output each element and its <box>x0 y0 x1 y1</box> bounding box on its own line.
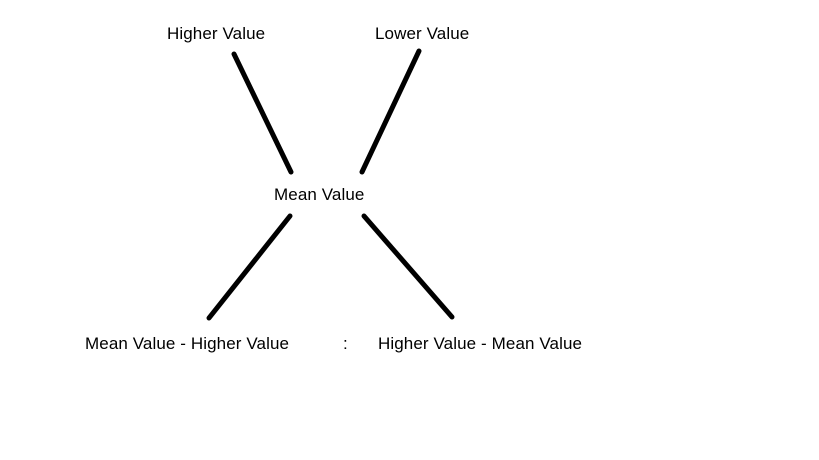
line-higher-value-to-mean <box>231 51 294 175</box>
node-label-mean-value: Mean Value <box>274 185 365 204</box>
node-label-left-expression: Mean Value - Higher Value <box>85 334 290 353</box>
line-lower-value-to-mean <box>359 48 422 175</box>
line-mean-to-left-expression <box>206 213 293 321</box>
node-label-right-expression: Higher Value - Mean Value <box>378 334 583 353</box>
line-mean-to-right-expression <box>361 213 455 320</box>
ratio-result-row: Mean Value - Higher Value : Higher Value… <box>0 333 819 355</box>
node-label-lower-value: Lower Value <box>375 24 470 43</box>
ratio-separator-colon: : <box>343 334 348 353</box>
node-label-higher-value: Higher Value <box>167 24 266 43</box>
